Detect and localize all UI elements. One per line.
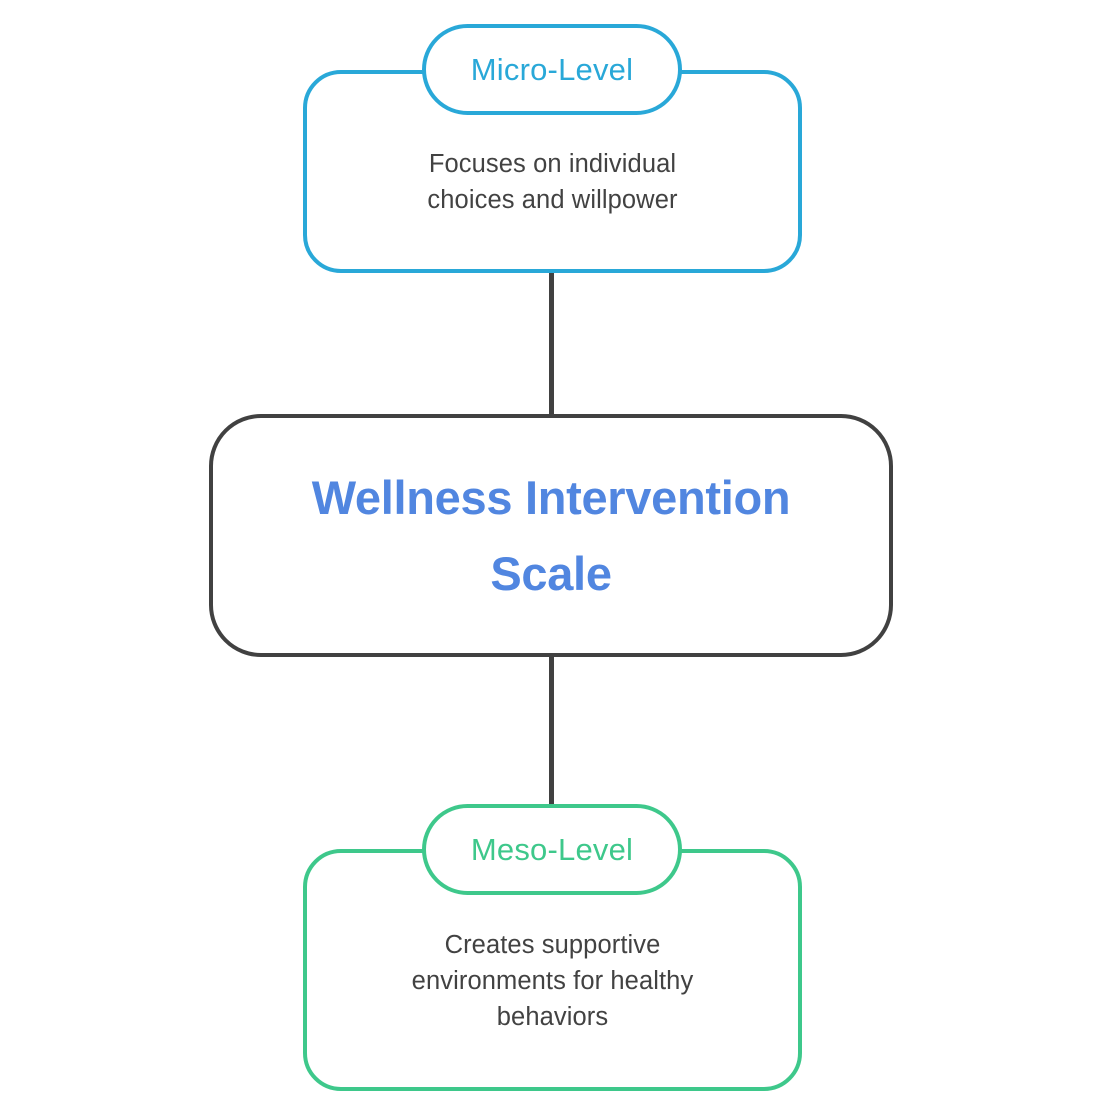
branch-badge-meso[interactable]: Meso-Level [422, 804, 682, 895]
connector-center-to-meso [549, 651, 554, 809]
center-node[interactable]: Wellness Intervention Scale [209, 414, 893, 657]
branch-badge-micro-label: Micro-Level [470, 51, 634, 87]
branch-badge-micro[interactable]: Micro-Level [422, 24, 682, 115]
branch-card-micro-body: Focuses on individual choices and willpo… [427, 150, 678, 215]
center-node-title: Wellness Intervention Scale [311, 471, 791, 600]
branch-badge-meso-label: Meso-Level [470, 831, 634, 867]
branch-card-meso-body: Creates supportive environments for heal… [411, 931, 694, 1032]
connector-micro-to-center [549, 268, 554, 420]
